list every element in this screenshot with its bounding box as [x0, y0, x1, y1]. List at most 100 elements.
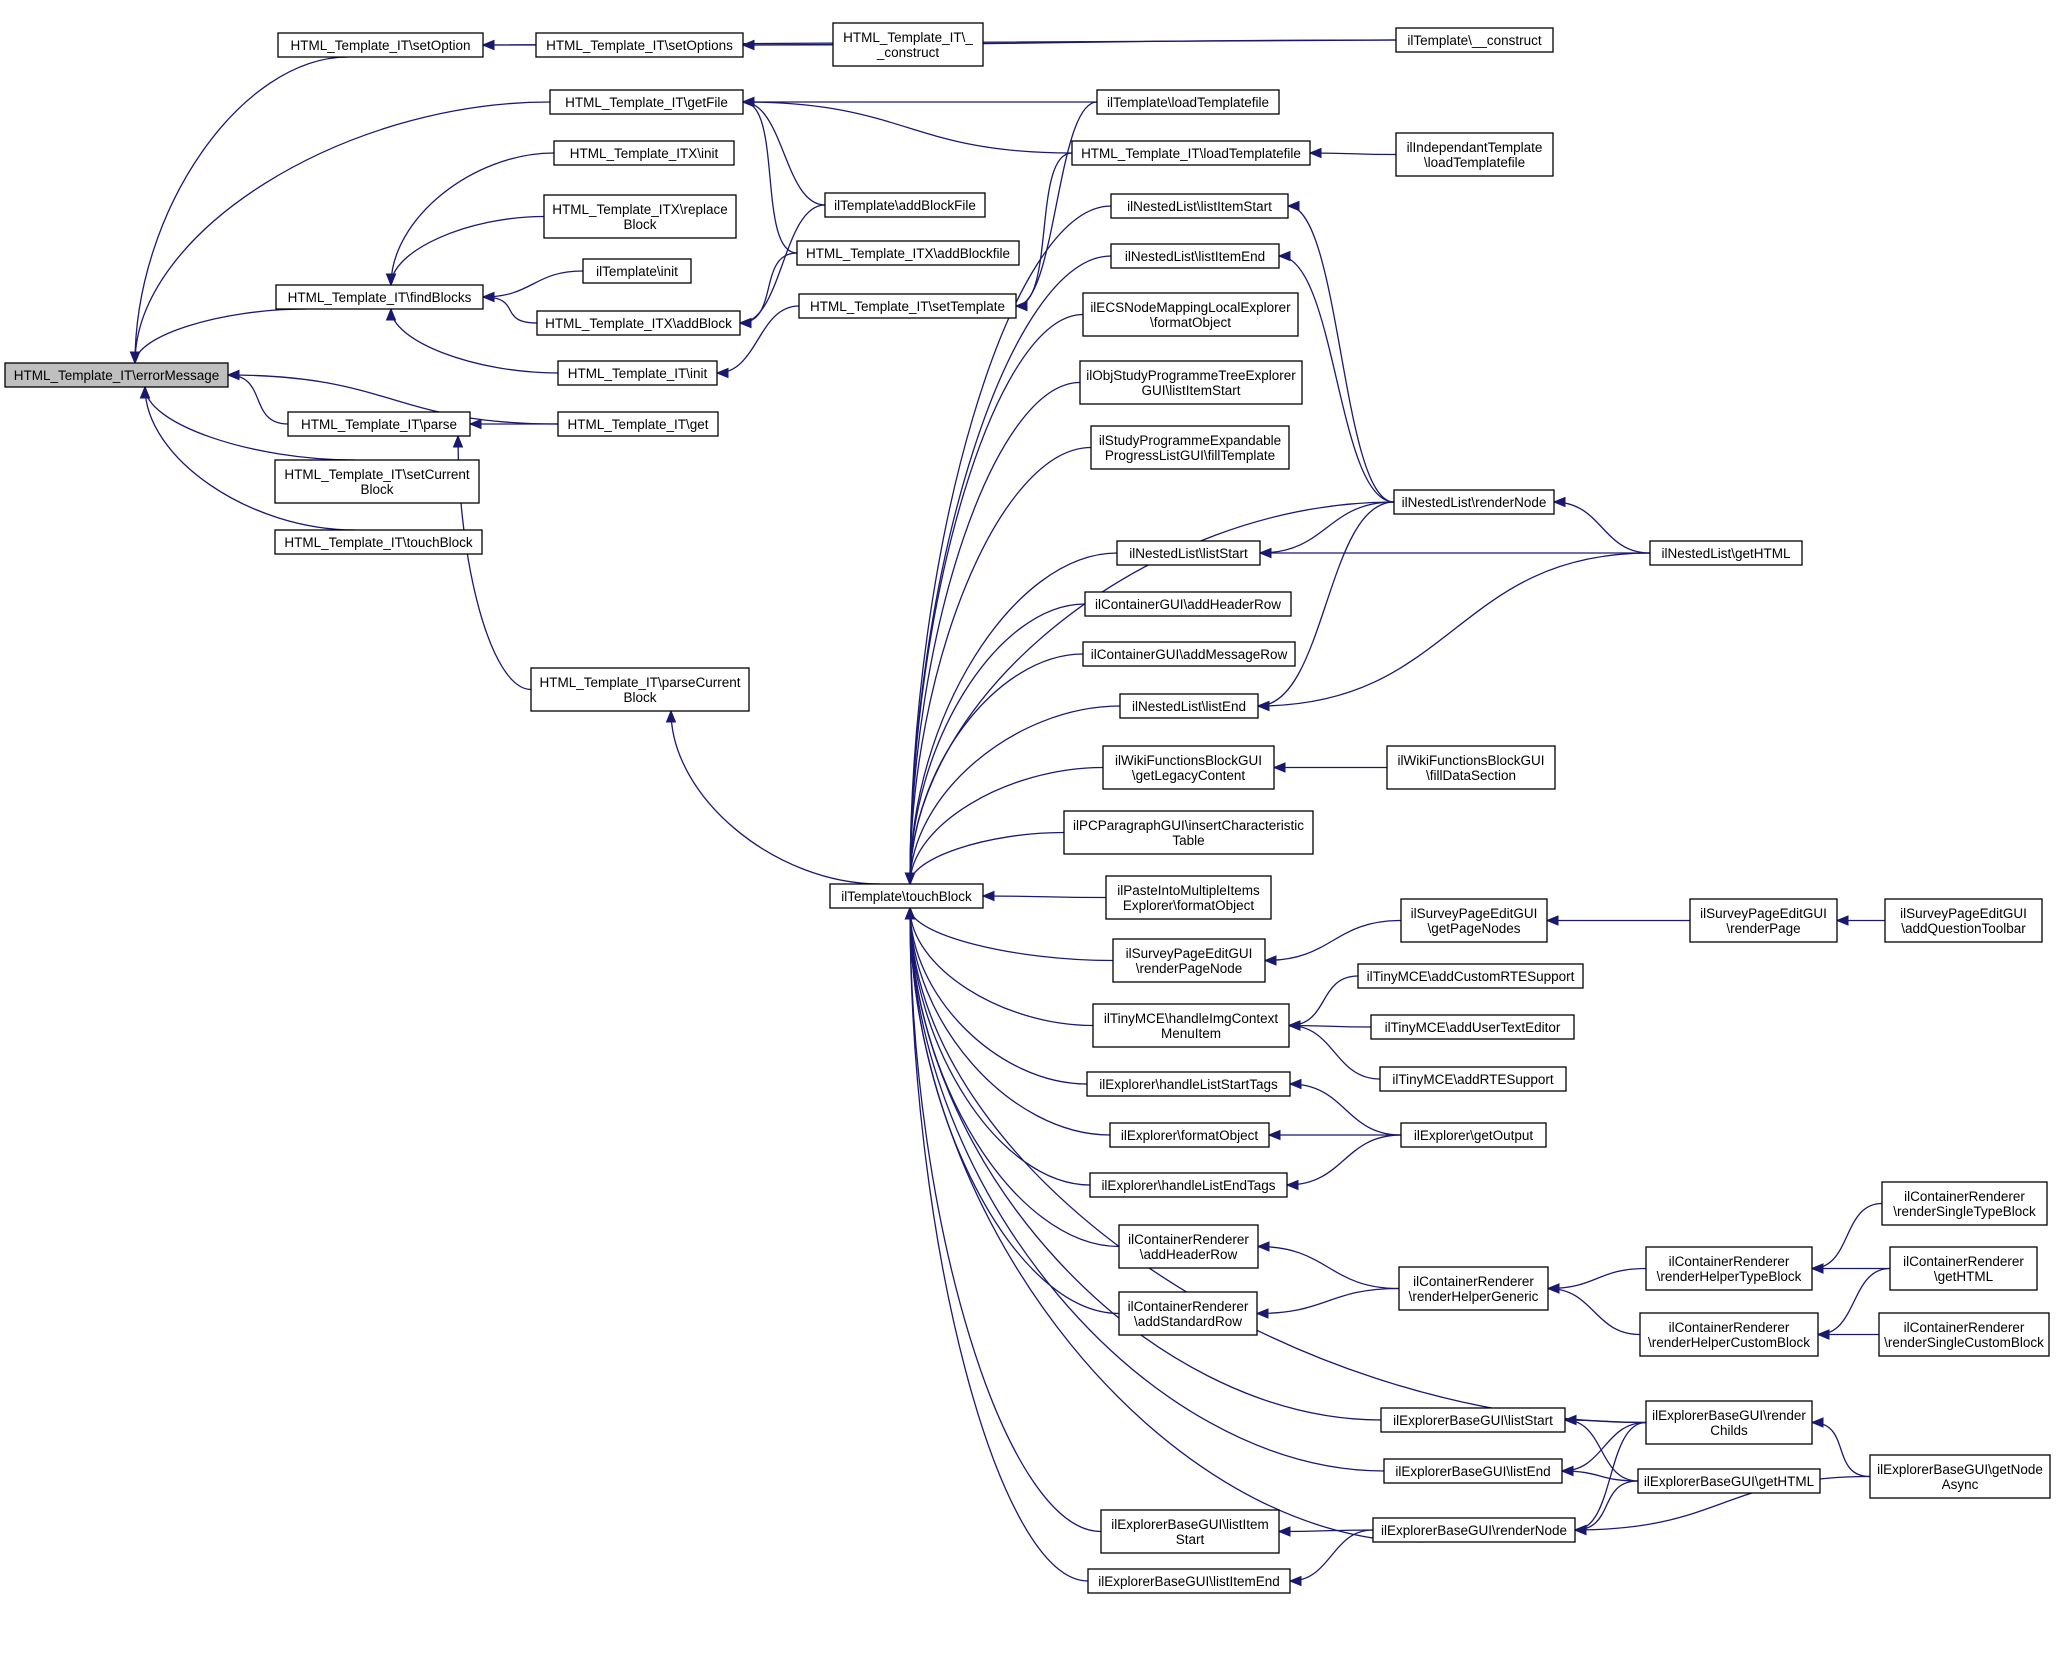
node-box[interactable] [536, 310, 741, 336]
node-nested_renderNode[interactable]: ilNestedList\renderNode [1393, 489, 1555, 515]
node-box[interactable] [1637, 1468, 1821, 1494]
node-box[interactable] [1884, 898, 2043, 943]
node-box[interactable] [1649, 540, 1803, 566]
node-wiki_getLegacyContent[interactable]: ilWikiFunctionsBlockGUI\getLegacyContent [1102, 745, 1275, 790]
node-box[interactable] [1380, 1407, 1566, 1433]
node-box[interactable] [1087, 1568, 1291, 1594]
node-itx_addBlockfile[interactable]: HTML_Template_ITX\addBlockfile [796, 240, 1020, 266]
node-box[interactable] [1881, 1181, 2048, 1226]
node-nested_listItemEnd[interactable]: ilNestedList\listItemEnd [1110, 243, 1280, 269]
node-findBlocks[interactable]: HTML_Template_IT\findBlocks [275, 284, 484, 310]
node-paste_formatObject[interactable]: ilPasteIntoMultipleItemsExplorer\formatO… [1105, 875, 1272, 920]
node-box[interactable] [1105, 875, 1272, 920]
node-box[interactable] [824, 192, 986, 218]
node-objstudy_listItemStart[interactable]: ilObjStudyProgrammeTreeExplorerGUI\listI… [1079, 360, 1303, 405]
node-ebg_listItemEnd[interactable]: ilExplorerBaseGUI\listItemEnd [1087, 1568, 1291, 1594]
node-box[interactable] [798, 293, 1017, 319]
node-setOption[interactable]: HTML_Template_IT\setOption [277, 32, 484, 58]
node-box[interactable] [1395, 132, 1554, 177]
node-explorer_formatObject[interactable]: ilExplorer\formatObject [1109, 1122, 1270, 1148]
node-box[interactable] [1082, 292, 1299, 337]
node-box[interactable] [549, 89, 744, 115]
node-box[interactable] [1112, 938, 1266, 983]
node-container_addHeaderRow[interactable]: ilContainerGUI\addHeaderRow [1084, 591, 1292, 617]
node-box[interactable] [1400, 1122, 1547, 1148]
node-box[interactable] [1379, 1066, 1567, 1092]
node-box[interactable] [796, 240, 1020, 266]
node-survey_getPageNodes[interactable]: ilSurveyPageEditGUI\getPageNodes [1400, 898, 1548, 943]
node-ebg_renderNode[interactable]: ilExplorerBaseGUI\renderNode [1372, 1517, 1576, 1543]
node-box[interactable] [1084, 591, 1292, 617]
node-box[interactable] [1110, 193, 1289, 219]
node-box[interactable] [1370, 1014, 1575, 1040]
node-it_init[interactable]: HTML_Template_IT\init [557, 360, 718, 386]
node-box[interactable] [1119, 693, 1259, 719]
node-iltemplate_touchBlock[interactable]: ilTemplate\touchBlock [829, 883, 984, 909]
node-ebg_listStart[interactable]: ilExplorerBaseGUI\listStart [1380, 1407, 1566, 1433]
node-studyprog_fillTemplate[interactable]: ilStudyProgrammeExpandableProgressListGU… [1090, 425, 1290, 470]
node-iltemplate_construct[interactable]: ilTemplate\__construct [1395, 27, 1554, 53]
node-box[interactable] [1118, 1224, 1259, 1269]
node-explorer_getOutput[interactable]: ilExplorer\getOutput [1400, 1122, 1547, 1148]
node-box[interactable] [1372, 1517, 1576, 1543]
node-explorer_handleListStartTags[interactable]: ilExplorer\handleListStartTags [1086, 1071, 1291, 1097]
node-it_touchBlock[interactable]: HTML_Template_IT\touchBlock [274, 529, 483, 555]
node-box[interactable] [1645, 1246, 1813, 1291]
node-ecs_formatObject[interactable]: ilECSNodeMappingLocalExplorer\formatObje… [1082, 292, 1299, 337]
node-ebg_listEnd[interactable]: ilExplorerBaseGUI\listEnd [1383, 1458, 1563, 1484]
node-survey_addQuestionToolbar[interactable]: ilSurveyPageEditGUI\addQuestionToolbar [1884, 898, 2043, 943]
node-errorMessage[interactable]: HTML_Template_IT\errorMessage [4, 362, 229, 388]
node-box[interactable] [274, 459, 480, 504]
node-box[interactable] [1102, 745, 1275, 790]
node-box[interactable] [1645, 1400, 1813, 1445]
node-box[interactable] [582, 258, 692, 284]
node-setOptions[interactable]: HTML_Template_IT\setOptions [535, 32, 744, 58]
node-construct_it[interactable]: HTML_Template_IT\__construct [832, 22, 984, 67]
node-box[interactable] [553, 140, 735, 166]
node-cr_renderSingleCustomBlock[interactable]: ilContainerRenderer\renderSingleCustomBl… [1878, 1312, 2050, 1357]
node-tiny_addUserTextEditor[interactable]: ilTinyMCE\addUserTextEditor [1370, 1014, 1575, 1040]
node-explorer_handleListEndTags[interactable]: ilExplorer\handleListEndTags [1089, 1172, 1288, 1198]
node-box[interactable] [1118, 1291, 1258, 1336]
node-getFile[interactable]: HTML_Template_IT\getFile [549, 89, 744, 115]
node-box[interactable] [1639, 1312, 1819, 1357]
node-itx_addBlock[interactable]: HTML_Template_ITX\addBlock [536, 310, 741, 336]
node-ebg_listItemStart[interactable]: ilExplorerBaseGUI\listItemStart [1100, 1509, 1280, 1554]
node-box[interactable] [275, 284, 484, 310]
node-itx_init[interactable]: HTML_Template_ITX\init [553, 140, 735, 166]
node-it_loadTemplatefile[interactable]: HTML_Template_IT\loadTemplatefile [1071, 140, 1311, 166]
node-pcpar_insertTable[interactable]: ilPCParagraphGUI\insertCharacteristicTab… [1063, 810, 1314, 855]
node-box[interactable] [543, 194, 737, 239]
node-box[interactable] [1400, 898, 1548, 943]
node-box[interactable] [1889, 1246, 2038, 1291]
node-cr_renderSingleTypeBlock[interactable]: ilContainerRenderer\renderSingleTypeBloc… [1881, 1181, 2048, 1226]
node-container_addMessageRow[interactable]: ilContainerGUI\addMessageRow [1082, 641, 1296, 667]
node-cr_addStandardRow[interactable]: ilContainerRenderer\addStandardRow [1118, 1291, 1258, 1336]
node-box[interactable] [1869, 1454, 2051, 1499]
node-iltemplate_loadTemplatefile[interactable]: ilTemplate\loadTemplatefile [1096, 89, 1280, 115]
node-box[interactable] [832, 22, 984, 67]
node-box[interactable] [1090, 425, 1290, 470]
node-iltemplate_addBlockFile[interactable]: ilTemplate\addBlockFile [824, 192, 986, 218]
node-box[interactable] [1357, 963, 1584, 989]
node-cr_getHTML[interactable]: ilContainerRenderer\getHTML [1889, 1246, 2038, 1291]
node-box[interactable] [1096, 89, 1280, 115]
node-box[interactable] [1116, 540, 1261, 566]
node-box[interactable] [1689, 898, 1838, 943]
node-ebg_getHTML[interactable]: ilExplorerBaseGUI\getHTML [1637, 1468, 1821, 1494]
node-box[interactable] [1092, 1003, 1290, 1048]
node-cr_renderHelperTypeBlock[interactable]: ilContainerRenderer\renderHelperTypeBloc… [1645, 1246, 1813, 1291]
node-box[interactable] [287, 411, 471, 437]
node-box[interactable] [1089, 1172, 1288, 1198]
node-box[interactable] [535, 32, 744, 58]
node-survey_renderPage[interactable]: ilSurveyPageEditGUI\renderPage [1689, 898, 1838, 943]
node-cr_renderHelperGeneric[interactable]: ilContainerRenderer\renderHelperGeneric [1398, 1266, 1549, 1311]
node-box[interactable] [1398, 1266, 1549, 1311]
node-box[interactable] [530, 667, 750, 712]
